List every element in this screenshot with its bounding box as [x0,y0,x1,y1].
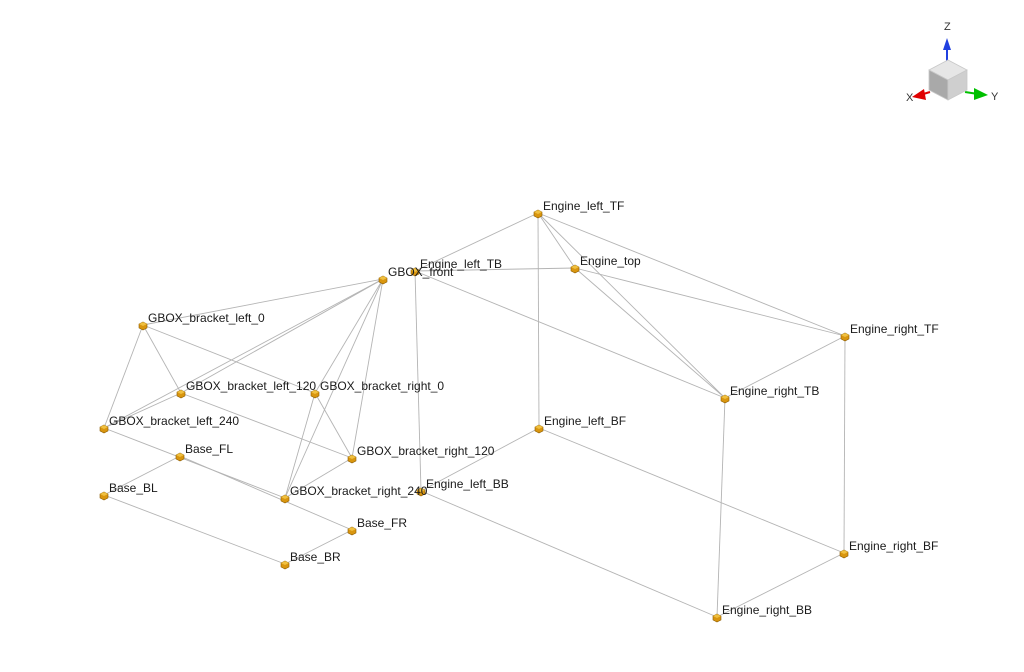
node-label-gbox_front: GBOX_front [388,265,454,279]
edge-engine_left_tf-engine_right_tf [537,212,846,337]
node-engine_right_tb[interactable] [720,394,730,404]
axis-triad: Z Y X [906,21,999,104]
node-label-gbox_bracket_right_0: GBOX_bracket_right_0 [320,379,444,393]
edge-base_bl-base_br [103,494,286,565]
edge-gbox_bracket_right_0-gbox_bracket_right_120 [314,392,353,459]
node-label-engine_left_bb: Engine_left_BB [426,477,509,491]
edge-engine_top-engine_right_tb [574,267,726,399]
node-base_br[interactable] [280,560,290,570]
edge-gbox_front-gbox_bracket_left_0 [142,278,384,326]
node-engine_top[interactable] [570,264,580,274]
edge-base_fl-base_fr [179,455,353,531]
edge-engine_left_tb-engine_right_tb [414,270,726,399]
edge-engine_left_tb-engine_left_bb [414,270,422,492]
edge-gbox_front-gbox_bracket_right_120 [351,278,384,459]
edge-gbox_bracket_left_0-gbox_bracket_left_240 [103,324,144,429]
edge-gbox_front-gbox_bracket_right_0 [314,278,384,394]
node-gbox_bracket_left_0[interactable] [138,321,148,331]
node-engine_right_bb[interactable] [712,613,722,623]
edge-gbox_bracket_left_240-gbox_bracket_right_240 [103,427,286,499]
edges-layer [103,212,846,618]
labels-layer: Engine_left_TF Engine_left_TB Engine_topEn… [109,199,939,617]
edge-engine_left_bb-engine_right_bb [420,490,718,618]
node-label-engine_right_bf: Engine_right_BF [849,539,938,553]
node-gbox_bracket_right_240[interactable] [280,494,290,504]
node-base_fr[interactable] [347,526,357,536]
edge-base_fr-base_br [284,529,353,565]
nodes-layer [99,209,850,623]
edge-gbox_bracket_left_120-gbox_bracket_right_120 [180,392,353,459]
node-gbox_bracket_left_240[interactable] [99,424,109,434]
node-label-base_fr: Base_FR [357,516,407,530]
node-label-gbox_bracket_left_120: GBOX_bracket_left_120 [186,379,316,393]
node-gbox_front[interactable] [378,275,388,285]
edge-gbox_front-gbox_bracket_right_240 [284,278,384,499]
node-label-engine_left_tf: Engine_left_TF [543,199,624,213]
edge-gbox_bracket_left_120-gbox_bracket_left_240 [103,392,182,429]
edge-gbox_bracket_right_0-gbox_bracket_right_240 [284,392,316,499]
edge-gbox_front-gbox_bracket_left_120 [180,278,384,394]
edge-engine_left_tf-engine_left_tb [414,212,539,272]
node-label-engine_top: Engine_top [580,254,641,268]
edge-engine_top-engine_right_tf [574,267,846,337]
node-label-gbox_bracket_right_240: GBOX_bracket_right_240 [290,484,428,498]
node-engine_left_bb[interactable] [416,487,426,497]
node-label-base_fl: Base_FL [185,442,233,456]
node-label-gbox_bracket_left_240: GBOX_bracket_left_240 [109,414,239,428]
z-axis-arrow-icon [943,38,951,62]
x-axis-arrow-icon [912,89,931,100]
edge-engine_left_tf-engine_right_tb [537,212,726,399]
edge-gbox_front-gbox_bracket_left_240 [103,278,384,429]
node-engine_left_bf[interactable] [534,424,544,434]
node-label-engine_left_bf: Engine_left_BF [544,414,626,428]
edge-engine_right_bf-engine_right_bb [716,552,845,618]
node-label-engine_left_tb: Engine_left_TB [420,257,502,271]
edge-engine_left_bf-engine_left_bb [420,427,540,492]
edge-gbox_bracket_left_0-gbox_bracket_left_120 [142,324,182,394]
node-label-base_bl: Base_BL [109,481,158,495]
y-axis-label: Y [991,91,999,103]
node-engine_right_tf[interactable] [840,332,850,342]
node-label-engine_right_tf: Engine_right_TF [850,322,939,336]
cube-icon [928,59,968,101]
edge-engine_right_tf-engine_right_bf [843,335,846,554]
node-gbox_bracket_right_0[interactable] [310,389,320,399]
edge-engine_right_tb-engine_right_bb [716,397,726,618]
edge-gbox_bracket_right_120-gbox_bracket_right_240 [284,457,353,499]
edge-engine_left_tf-engine_top [537,212,576,269]
y-axis-arrow-icon [964,88,988,100]
node-label-engine_right_bb: Engine_right_BB [722,603,812,617]
node-gbox_bracket_left_120[interactable] [176,389,186,399]
node-label-gbox_bracket_left_0: GBOX_bracket_left_0 [148,311,265,325]
node-gbox_bracket_right_120[interactable] [347,454,357,464]
node-base_bl[interactable] [99,491,109,501]
x-axis-label: X [906,92,914,104]
edge-engine_right_tf-engine_right_tb [724,335,846,399]
edge-engine_left_tb-engine_top [414,267,576,272]
node-engine_left_tf[interactable] [533,209,543,219]
node-label-engine_right_tb: Engine_right_TB [730,384,819,398]
edge-engine_left_bf-engine_right_bf [538,427,845,554]
edge-engine_left_tf-engine_left_bf [537,212,540,429]
node-engine_right_bf[interactable] [839,549,849,559]
node-base_fl[interactable] [175,452,185,462]
z-axis-label: Z [944,21,951,33]
node-label-base_br: Base_BR [290,550,341,564]
node-label-gbox_bracket_right_120: GBOX_bracket_right_120 [357,444,495,458]
edge-base_fl-base_bl [103,455,181,496]
edge-gbox_bracket_left_0-gbox_bracket_right_0 [142,324,316,394]
node-engine_left_tb[interactable] [410,267,420,277]
